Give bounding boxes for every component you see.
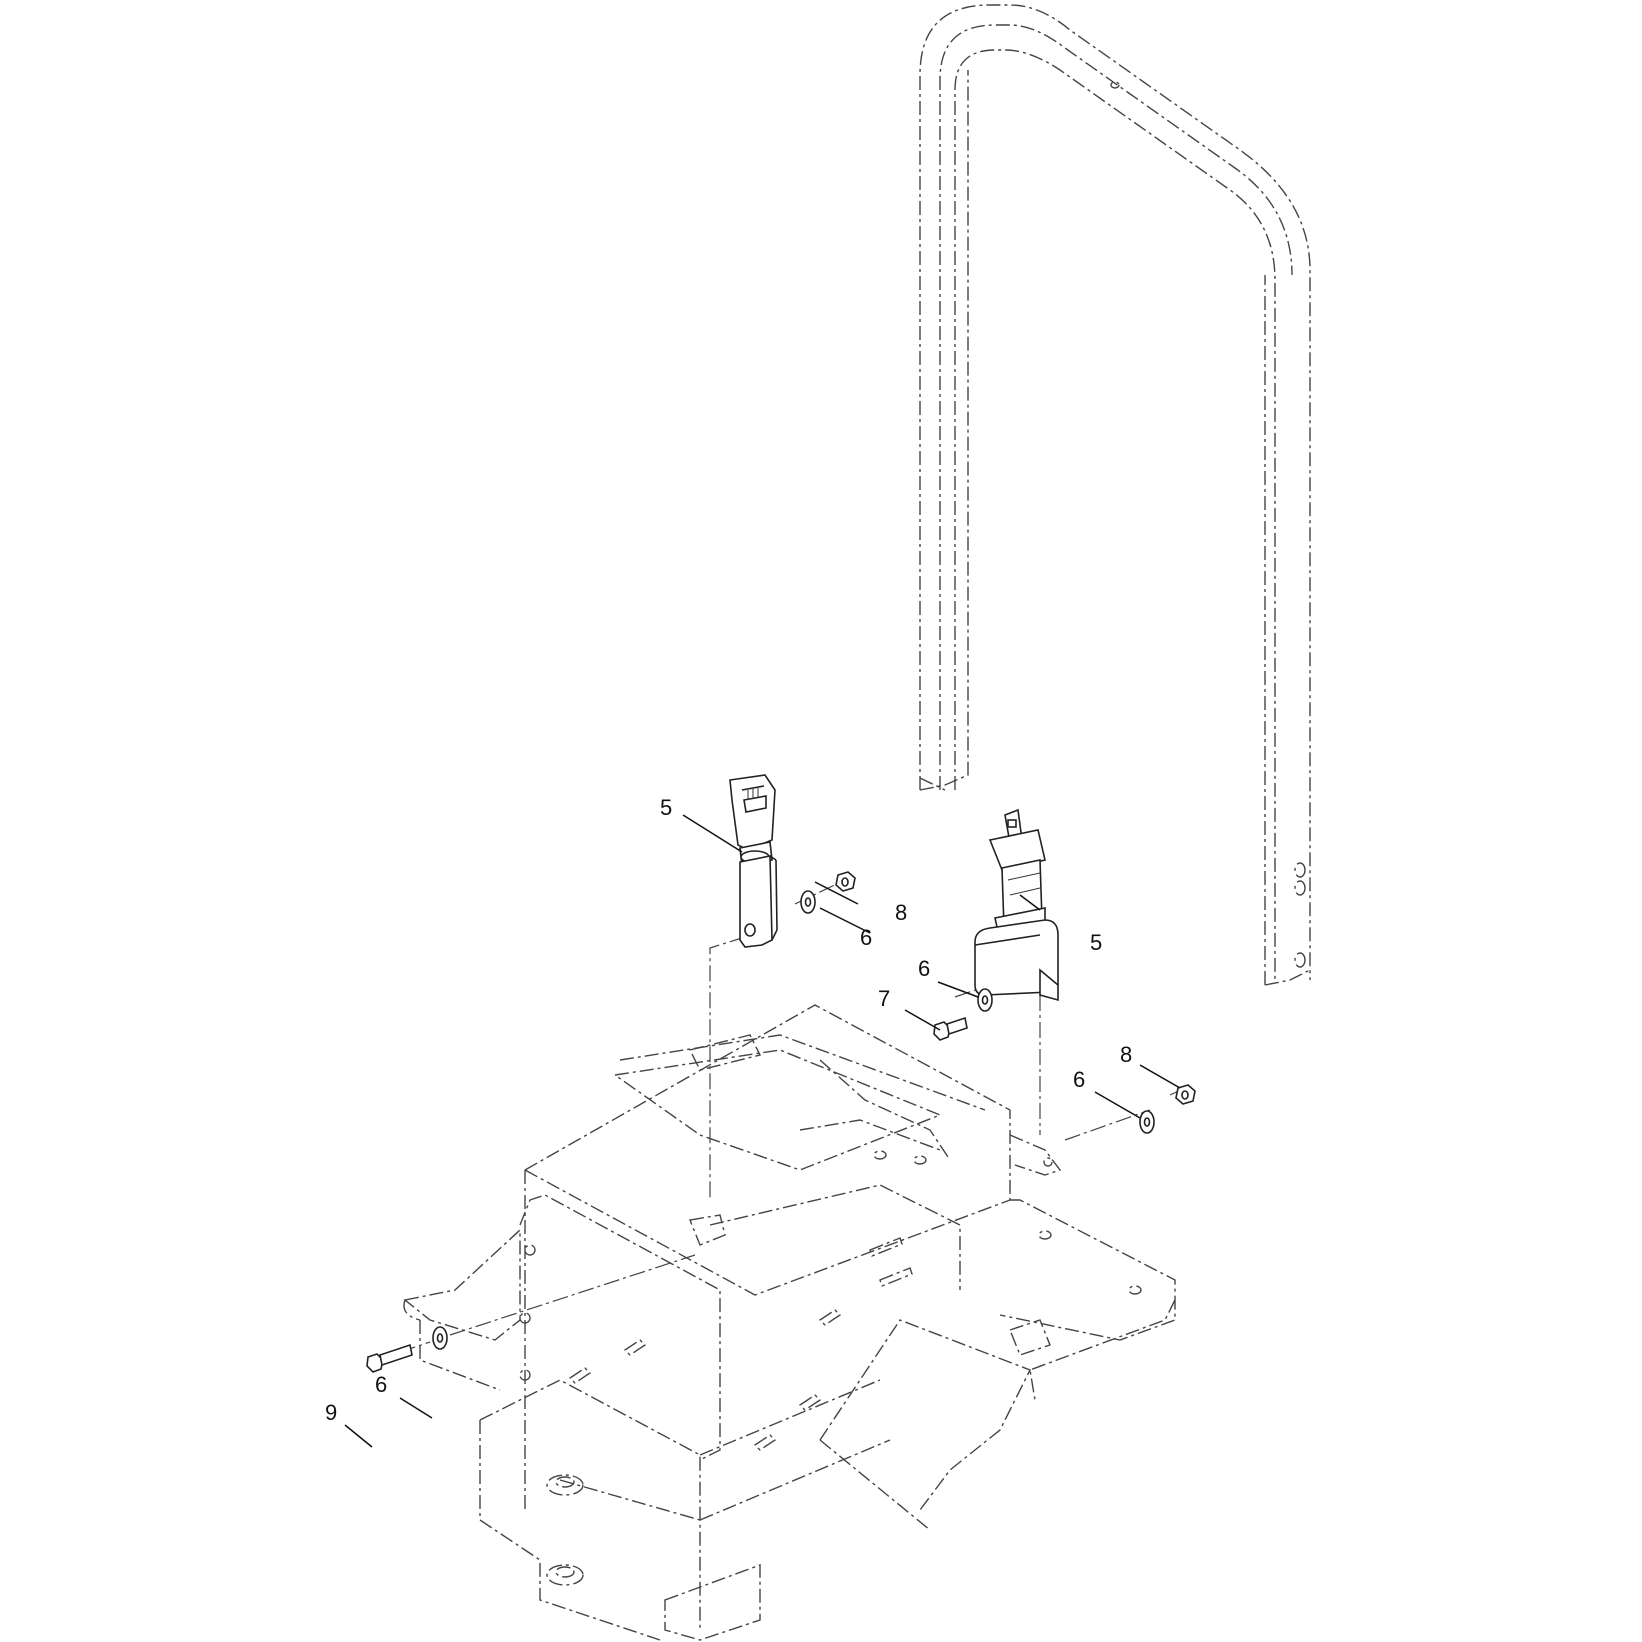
nut-8a <box>835 871 856 892</box>
washer-6d <box>432 1326 448 1350</box>
callout-9-bolt: 9 <box>325 1400 337 1425</box>
callout-6-retractor-washer: 6 <box>918 956 930 981</box>
nut-8b <box>1175 1084 1196 1105</box>
callout-6-right-washer: 6 <box>1073 1067 1085 1092</box>
callout-6-buckle-washer: 6 <box>860 925 872 950</box>
washer-6c <box>1139 1110 1155 1134</box>
roll-bar-phantom <box>919 4 1311 986</box>
callout-5-retractor: 5 <box>1090 930 1102 955</box>
callout-5-buckle: 5 <box>660 795 672 820</box>
callout-labels: 5 5 6 6 6 6 7 8 8 9 <box>325 795 1132 1425</box>
seat-belt-retractor <box>974 808 1059 1002</box>
callout-8-buckle-nut: 8 <box>895 900 907 925</box>
washer-6a <box>800 890 816 914</box>
washer-6b <box>977 988 993 1012</box>
leader-lines <box>344 814 1181 1448</box>
callout-6-left-washer: 6 <box>375 1372 387 1397</box>
chassis-frame-phantom <box>403 1004 1176 1641</box>
callout-8-right-nut: 8 <box>1120 1042 1132 1067</box>
bolt-9 <box>366 1343 413 1373</box>
bolt-7 <box>933 1016 968 1041</box>
callout-7-bolt: 7 <box>878 986 890 1011</box>
seat-belt-buckle <box>729 774 778 948</box>
